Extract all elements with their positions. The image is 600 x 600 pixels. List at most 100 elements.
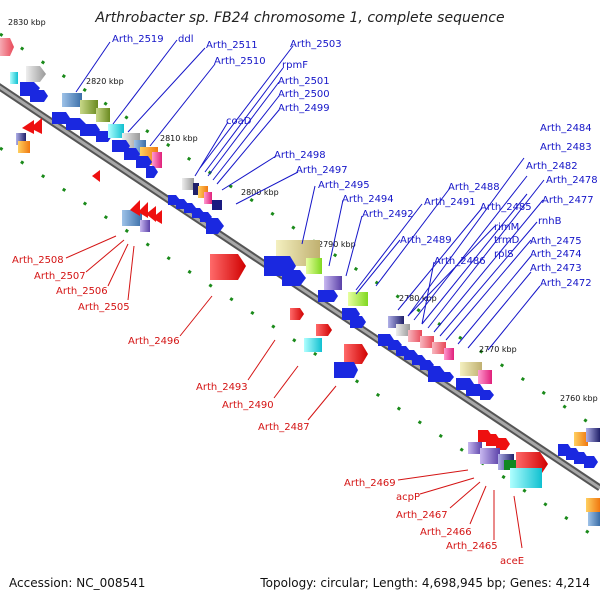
gene-feature[interactable] <box>586 498 600 512</box>
gene-feature[interactable] <box>290 308 304 320</box>
gene-label[interactable]: Arth_2498 <box>274 150 326 161</box>
gene-feature[interactable] <box>440 372 454 382</box>
gene-feature[interactable] <box>408 330 422 342</box>
gene-feature[interactable] <box>584 456 598 468</box>
gene-label[interactable]: Arth_2497 <box>296 165 348 176</box>
gene-label[interactable]: Arth_2503 <box>290 39 342 50</box>
gene-label[interactable]: Arth_2474 <box>530 249 582 260</box>
gene-feature[interactable] <box>574 432 588 446</box>
gene-label[interactable]: Arth_2493 <box>196 382 248 393</box>
gene-label[interactable]: Arth_2505 <box>78 302 130 313</box>
gene-feature[interactable] <box>344 344 368 364</box>
gene-label[interactable]: trmD <box>494 235 520 246</box>
gene-label[interactable]: Arth_2511 <box>206 40 258 51</box>
gene-label[interactable]: ddl <box>178 34 193 45</box>
gene-label[interactable]: Arth_2501 <box>278 76 330 87</box>
gene-feature[interactable] <box>348 292 368 306</box>
gene-feature[interactable] <box>510 468 542 488</box>
gene-label[interactable]: Arth_2475 <box>530 236 582 247</box>
gene-label[interactable]: Arth_2499 <box>278 103 330 114</box>
gene-label[interactable]: Arth_2490 <box>222 400 274 411</box>
gene-label[interactable]: aceE <box>500 556 524 567</box>
gene-feature[interactable] <box>96 108 110 122</box>
gene-feature[interactable] <box>16 133 26 145</box>
gene-label[interactable]: Arth_2483 <box>540 142 592 153</box>
gene-label[interactable]: Arth_2508 <box>12 255 64 266</box>
gene-feature[interactable] <box>18 141 30 153</box>
gene-feature[interactable] <box>206 218 224 234</box>
gene-feature[interactable] <box>140 220 150 232</box>
gene-label[interactable]: Arth_2488 <box>448 182 500 193</box>
gene-feature[interactable] <box>182 178 194 190</box>
gene-feature[interactable] <box>130 200 140 216</box>
gene-label[interactable]: acpP <box>396 492 420 503</box>
gene-feature[interactable] <box>504 460 516 470</box>
gene-label[interactable]: Arth_2494 <box>342 194 394 205</box>
gene-feature[interactable] <box>193 183 199 195</box>
gene-label[interactable]: rnhB <box>538 216 562 227</box>
gene-feature[interactable] <box>350 316 366 328</box>
gene-label[interactable]: Arth_2496 <box>128 336 180 347</box>
gene-feature[interactable] <box>204 192 212 204</box>
gene-label[interactable]: Arth_2492 <box>362 209 414 220</box>
gene-label[interactable]: Arth_2478 <box>546 175 598 186</box>
gene-feature[interactable] <box>444 348 454 360</box>
gene-label[interactable]: Arth_2473 <box>530 263 582 274</box>
gene-feature[interactable] <box>318 290 338 302</box>
gene-label[interactable]: coaD <box>226 116 252 127</box>
gene-feature[interactable] <box>282 270 306 286</box>
gene-label[interactable]: Arth_2500 <box>278 89 330 100</box>
gene-feature[interactable] <box>30 118 42 134</box>
gene-label[interactable]: Arth_2467 <box>396 510 448 521</box>
gene-label[interactable]: Arth_2469 <box>344 478 396 489</box>
gene-feature[interactable] <box>480 390 494 400</box>
gene-feature[interactable] <box>138 202 148 218</box>
gene-feature[interactable] <box>62 93 82 107</box>
gene-feature[interactable] <box>0 38 14 56</box>
gene-feature[interactable] <box>80 100 98 114</box>
gene-feature[interactable] <box>152 152 162 168</box>
gene-feature[interactable] <box>108 124 124 138</box>
gene-feature[interactable] <box>432 342 446 354</box>
gene-feature[interactable] <box>586 428 600 442</box>
gene-feature[interactable] <box>210 254 246 280</box>
gene-feature[interactable] <box>92 170 100 182</box>
gene-feature[interactable] <box>466 384 484 396</box>
gene-feature[interactable] <box>334 362 358 378</box>
gene-feature[interactable] <box>324 276 342 290</box>
gene-feature[interactable] <box>52 112 70 124</box>
gene-feature[interactable] <box>212 200 222 210</box>
gene-label[interactable]: Arth_2465 <box>446 541 498 552</box>
gene-feature[interactable] <box>198 186 208 198</box>
gene-feature[interactable] <box>22 120 34 134</box>
gene-label[interactable]: Arth_2477 <box>542 195 594 206</box>
gene-feature[interactable] <box>136 156 152 168</box>
gene-feature[interactable] <box>460 362 482 376</box>
gene-label[interactable]: Arth_2482 <box>526 161 578 172</box>
gene-feature[interactable] <box>396 324 410 336</box>
gene-feature[interactable] <box>26 66 46 82</box>
gene-label[interactable]: Arth_2495 <box>318 180 370 191</box>
gene-label[interactable]: Arth_2507 <box>34 271 86 282</box>
gene-feature[interactable] <box>80 124 100 136</box>
gene-feature[interactable] <box>420 336 434 348</box>
gene-label[interactable]: Arth_2486 <box>434 256 486 267</box>
gene-label[interactable]: Arth_2466 <box>420 527 472 538</box>
gene-label[interactable]: Arth_2485 <box>480 202 532 213</box>
gene-label[interactable]: Arth_2506 <box>56 286 108 297</box>
gene-feature[interactable] <box>304 338 322 352</box>
gene-label[interactable]: Arth_2484 <box>540 123 592 134</box>
gene-label[interactable]: rplS <box>494 249 514 260</box>
gene-label[interactable]: Arth_2519 <box>112 34 164 45</box>
gene-label[interactable]: rpmF <box>282 60 308 71</box>
gene-feature[interactable] <box>30 90 48 102</box>
gene-label[interactable]: Arth_2487 <box>258 422 310 433</box>
gene-label[interactable]: Arth_2472 <box>540 278 592 289</box>
gene-label[interactable]: rimM <box>494 222 519 233</box>
gene-feature[interactable] <box>10 72 18 84</box>
gene-feature[interactable] <box>496 438 510 450</box>
gene-feature[interactable] <box>316 324 332 336</box>
gene-label[interactable]: Arth_2510 <box>214 56 266 67</box>
gene-feature[interactable] <box>480 448 500 464</box>
